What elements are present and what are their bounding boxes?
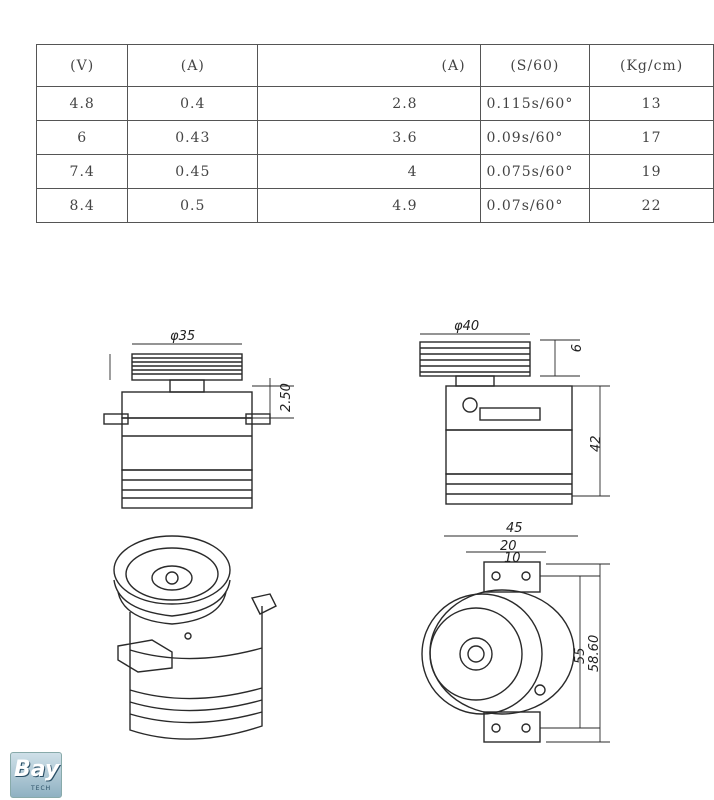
- spec-table: (V) (A) (A) (S/60) (Kg/cm) 4.8 0.4 2.8 0…: [35, 44, 714, 223]
- cell-stall-current: 3.6: [257, 120, 481, 155]
- cell-voltage: 6: [35, 120, 129, 155]
- side-diameter-label: φ40: [454, 319, 479, 334]
- cell-speed: 0.115s/60°: [479, 86, 591, 121]
- header-speed: (S/60): [479, 44, 591, 87]
- cell-stall-current: 2.8: [257, 86, 481, 121]
- cell-torque: 13: [589, 86, 714, 121]
- cell-idle-current: 0.5: [127, 188, 259, 223]
- front-diameter-label: φ35: [170, 329, 195, 344]
- isometric-view-drawing: [113, 535, 277, 740]
- side-view-drawing: [419, 333, 610, 505]
- bottom-inner-width-label: 20: [500, 539, 517, 554]
- bottom-height-label: 55: [573, 647, 588, 664]
- front-height-label: 2.50: [279, 383, 294, 412]
- bottom-width-label: 45: [506, 521, 523, 536]
- header-idle-current: (A): [127, 44, 259, 87]
- cell-voltage: 4.8: [35, 86, 129, 121]
- logo-subtext: TECH: [31, 785, 52, 792]
- cell-voltage: 7.4: [35, 154, 129, 189]
- cell-torque: 22: [589, 188, 714, 223]
- bottom-total-height-label: 58.60: [587, 635, 602, 672]
- header-torque: (Kg/cm): [589, 44, 714, 87]
- cell-idle-current: 0.4: [127, 86, 259, 121]
- table-row: 8.4 0.5 4.9 0.07s/60° 22: [35, 188, 714, 223]
- table-row: 4.8 0.4 2.8 0.115s/60° 13: [35, 86, 714, 121]
- cell-stall-current: 4.9: [257, 188, 481, 223]
- logo-text: Bay: [14, 757, 60, 782]
- cell-speed: 0.09s/60°: [479, 120, 591, 155]
- bottom-view-drawing: [421, 535, 610, 743]
- front-view-drawing: [103, 343, 294, 509]
- cell-speed: 0.07s/60°: [479, 188, 591, 223]
- table-row: 7.4 0.45 4 0.075s/60° 19: [35, 154, 714, 189]
- side-body-height-label: 42: [589, 435, 604, 452]
- header-voltage: (V): [35, 44, 129, 87]
- bottom-slot-label: 10: [504, 551, 521, 566]
- bay-tech-logo: Bay TECH: [10, 752, 62, 798]
- cell-stall-current: 4: [257, 154, 481, 189]
- cell-voltage: 8.4: [35, 188, 129, 223]
- cell-speed: 0.075s/60°: [479, 154, 591, 189]
- side-top-height-label: 9: [567, 344, 582, 352]
- table-header-row: (V) (A) (A) (S/60) (Kg/cm): [35, 44, 714, 87]
